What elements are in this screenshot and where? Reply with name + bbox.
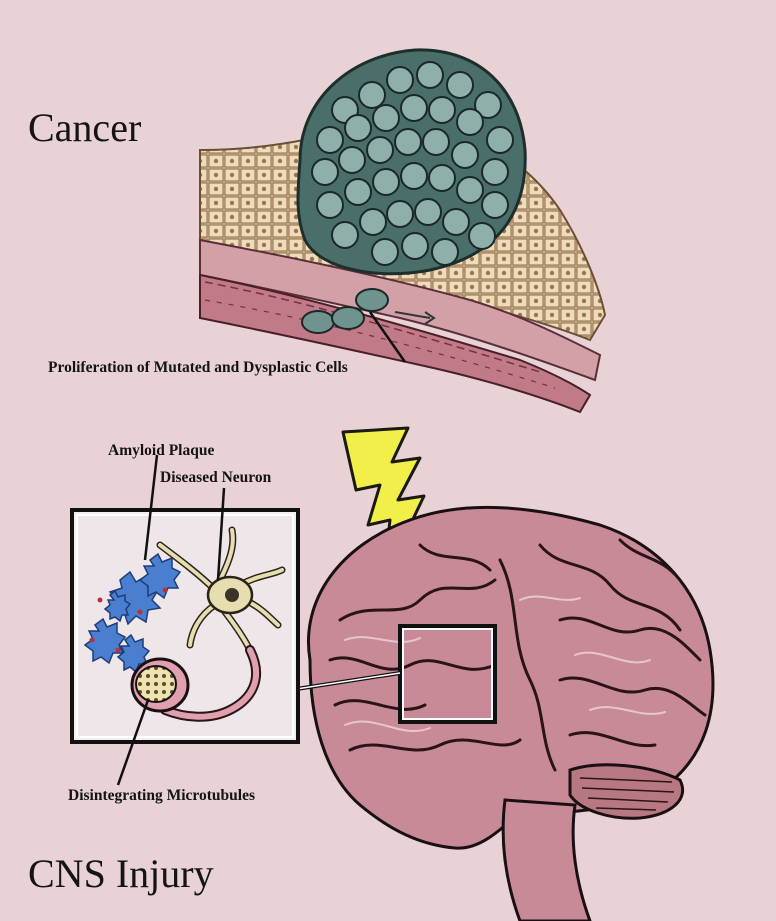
label-amyloid-plaque: Amyloid Plaque <box>108 442 214 460</box>
label-diseased-neuron: Diseased Neuron <box>160 469 271 487</box>
brainstem <box>503 800 590 921</box>
cancer-illustration <box>200 50 605 412</box>
brain-icon <box>308 507 712 921</box>
label-microtubules: Disintegrating Microtubules <box>68 787 255 805</box>
tumor-cluster-icon <box>298 50 525 274</box>
section-title-cns-injury: CNS Injury <box>28 850 214 897</box>
microtubules-icon <box>136 666 176 702</box>
section-title-cancer: Cancer <box>28 104 141 151</box>
neuron-inset <box>72 455 298 785</box>
label-proliferation: Proliferation of Mutated and Dysplastic … <box>48 359 348 377</box>
